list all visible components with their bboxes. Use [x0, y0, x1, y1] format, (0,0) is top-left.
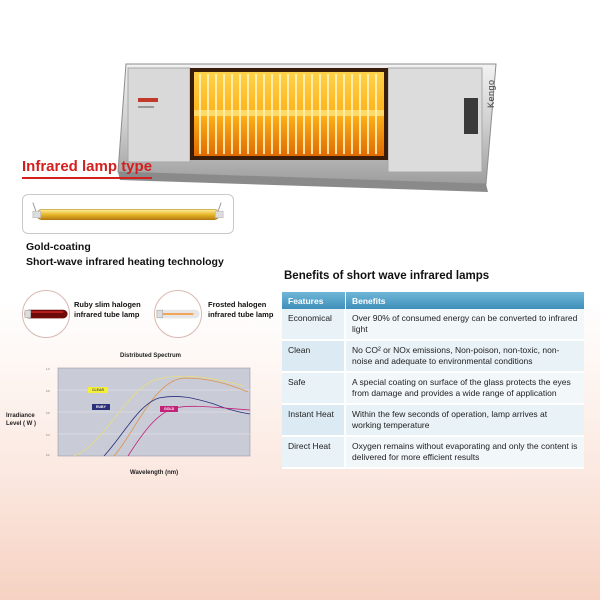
- spectrum-tag-ruby: RUBY: [92, 404, 110, 410]
- feature-cell: Direct Heat: [282, 437, 346, 467]
- svg-text:0.4: 0.4: [46, 434, 50, 437]
- benefits-title: Benefits of short wave infrared lamps: [284, 270, 490, 282]
- frosted-label-line1: Frosted halogen: [208, 300, 267, 309]
- frosted-label-line2: infrared tube lamp: [208, 310, 274, 319]
- benefits-table: Features Benefits Economical Over 90% of…: [282, 292, 584, 469]
- table-row: Instant Heat Within the few seconds of o…: [282, 405, 584, 437]
- spectrum-title: Distributed Spectrum: [120, 353, 182, 359]
- frosted-lamp-label: Frosted halogen infrared tube lamp: [208, 300, 273, 320]
- table-row: Direct Heat Oxygen remains without evapo…: [282, 437, 584, 469]
- benefit-cell: Over 90% of consumed energy can be conve…: [346, 309, 584, 339]
- svg-text:0.2: 0.2: [46, 454, 50, 457]
- feature-cell: Economical: [282, 309, 346, 339]
- lamp-type-title: Infrared lamp type: [22, 158, 153, 179]
- feature-cell: Safe: [282, 373, 346, 403]
- ruby-label-line2: infrared tube lamp: [74, 310, 140, 319]
- spectrum-ylabel-line1: Irradiance: [6, 413, 35, 419]
- spectrum-xlabel: Wavelength (nm): [130, 470, 179, 476]
- benefit-cell: Within the few seconds of operation, lam…: [346, 405, 584, 435]
- svg-text:0.8: 0.8: [46, 390, 50, 393]
- benefit-cell: No CO² or NOx emissions, Non-poison, non…: [346, 341, 584, 371]
- benefits-table-header: Features Benefits: [282, 292, 584, 309]
- benefit-cell: A special coating on surface of the glas…: [346, 373, 584, 403]
- spectrum-chart: 1.0 0.8 0.6 0.4 0.2: [44, 364, 256, 466]
- table-row: Clean No CO² or NOx emissions, Non-poiso…: [282, 341, 584, 373]
- table-row: Safe A special coating on surface of the…: [282, 373, 584, 405]
- heater-product-image: [116, 54, 498, 194]
- gold-caption-line1: Gold-coating: [26, 241, 91, 253]
- spectrum-ylabel: Irradiance Level ( W ): [6, 412, 36, 428]
- heater-brand-label: Kengo: [486, 79, 496, 108]
- table-row: Economical Over 90% of consumed energy c…: [282, 309, 584, 341]
- spectrum-tag-gold: GOLD: [160, 406, 179, 412]
- gold-tube-image: [22, 194, 234, 234]
- ruby-label-line1: Ruby slim halogen: [74, 300, 141, 309]
- header-features: Features: [282, 292, 346, 309]
- gold-caption-line2: Short-wave infrared heating technology: [26, 256, 224, 268]
- spectrum-ylabel-line2: Level ( W ): [6, 421, 37, 427]
- benefit-cell: Oxygen remains without evaporating and o…: [346, 437, 584, 467]
- ruby-lamp-label: Ruby slim halogen infrared tube lamp: [74, 300, 141, 320]
- gold-coating-caption: Gold-coating Short-wave infrared heating…: [26, 240, 224, 270]
- header-benefits: Benefits: [352, 295, 386, 306]
- feature-cell: Instant Heat: [282, 405, 346, 435]
- ruby-lamp-image: [22, 290, 70, 338]
- svg-text:0.6: 0.6: [46, 412, 50, 415]
- feature-cell: Clean: [282, 341, 346, 371]
- frosted-lamp-image: [154, 290, 202, 338]
- svg-text:1.0: 1.0: [46, 368, 50, 371]
- benefits-table-body: Economical Over 90% of consumed energy c…: [282, 309, 584, 469]
- spectrum-tag-clear: CLEAR: [88, 387, 109, 393]
